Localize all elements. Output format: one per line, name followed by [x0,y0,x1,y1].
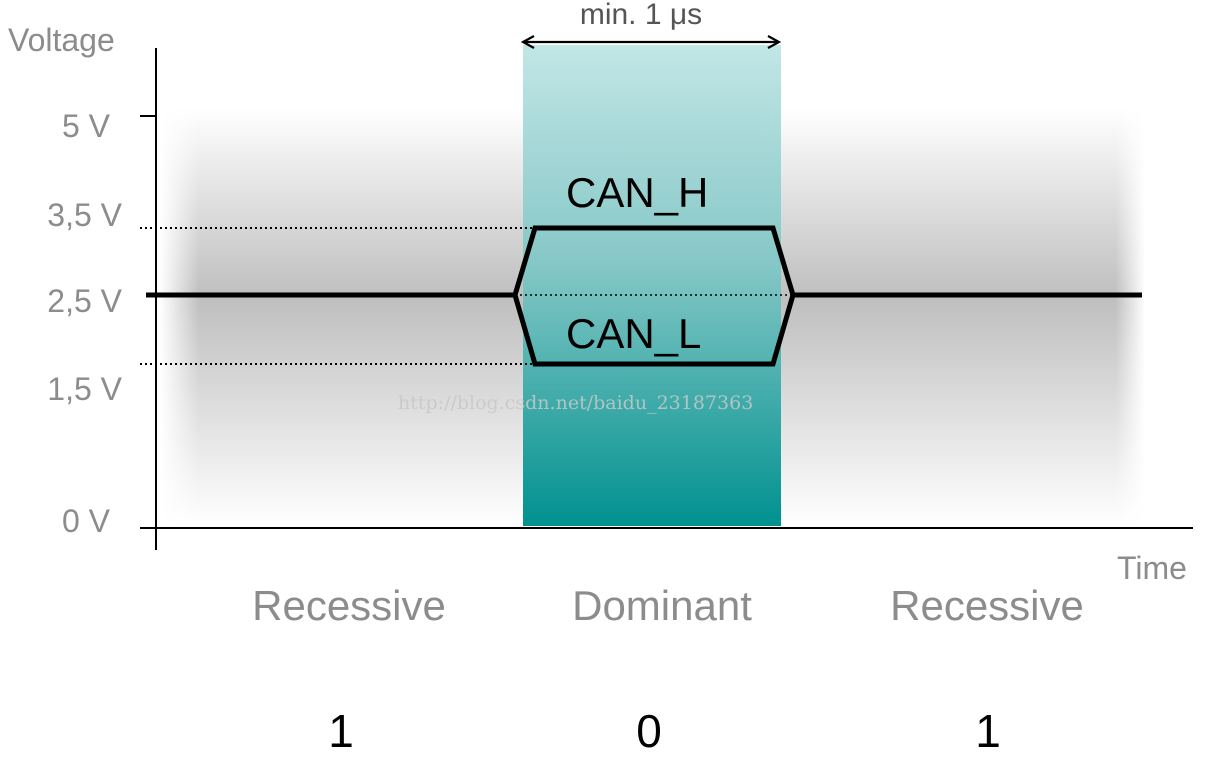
bit-value-right: 1 [975,705,1001,757]
can-l-label: CAN_L [566,310,702,357]
tick-label-1-5v: 1,5 V [47,371,122,407]
tick-label-2-5v: 2,5 V [47,283,122,319]
can-l-trace [512,294,796,367]
y-axis-title: Voltage [8,22,115,58]
bit-value-middle: 0 [636,705,662,757]
can-h-label: CAN_H [566,169,709,216]
dominant-window [523,45,781,526]
x-axis-title: Time [1117,550,1187,586]
watermark: http://blog.csdn.net/baidu_23187363 [398,392,754,414]
tick-label-3-5v: 3,5 V [47,197,122,233]
duration-label: min. 1 μs [579,0,703,31]
bit-value-left: 1 [328,705,354,757]
tick-label-5v: 5 V [61,108,110,144]
tick-label-0v: 0 V [61,503,110,539]
state-label-dominant: Dominant [572,582,752,629]
can-h-trace [512,225,796,296]
state-label-recessive-right: Recessive [890,582,1084,629]
state-label-recessive-left: Recessive [252,582,446,629]
